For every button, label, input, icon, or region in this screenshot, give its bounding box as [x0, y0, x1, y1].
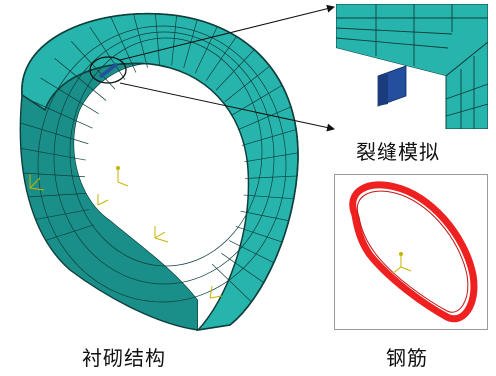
crack-marker-ellipse [89, 56, 127, 84]
mesh-line [241, 125, 299, 146]
mesh-line [243, 194, 299, 201]
mesh-line [20, 147, 86, 161]
mesh-line [70, 40, 116, 90]
mesh-line [54, 58, 107, 101]
rebar-ring [349, 181, 478, 323]
mesh-line [20, 172, 86, 178]
mesh-line [244, 174, 299, 179]
rebar-panel [334, 174, 488, 330]
mesh-line [211, 263, 254, 304]
crack-zoom-panel [336, 4, 488, 129]
coordinate-triad-icon [392, 252, 412, 274]
mesh-line [21, 122, 89, 145]
crack-element [98, 62, 119, 79]
mesh-line [40, 77, 99, 114]
rebar-view [349, 181, 478, 323]
coordinate-triad-icon [29, 166, 223, 299]
lining-invert-surface [74, 64, 249, 330]
crack-simulation-label: 裂缝模拟 [356, 140, 440, 164]
lining-structure-label: 衬砌结构 [82, 346, 166, 370]
lining-mesh-model [19, 12, 299, 332]
mesh-line [20, 192, 87, 198]
crack-zoom-view [336, 4, 488, 129]
mesh-line [244, 149, 299, 163]
mesh-line [89, 26, 126, 80]
rebar-label: 钢筋 [386, 346, 428, 370]
